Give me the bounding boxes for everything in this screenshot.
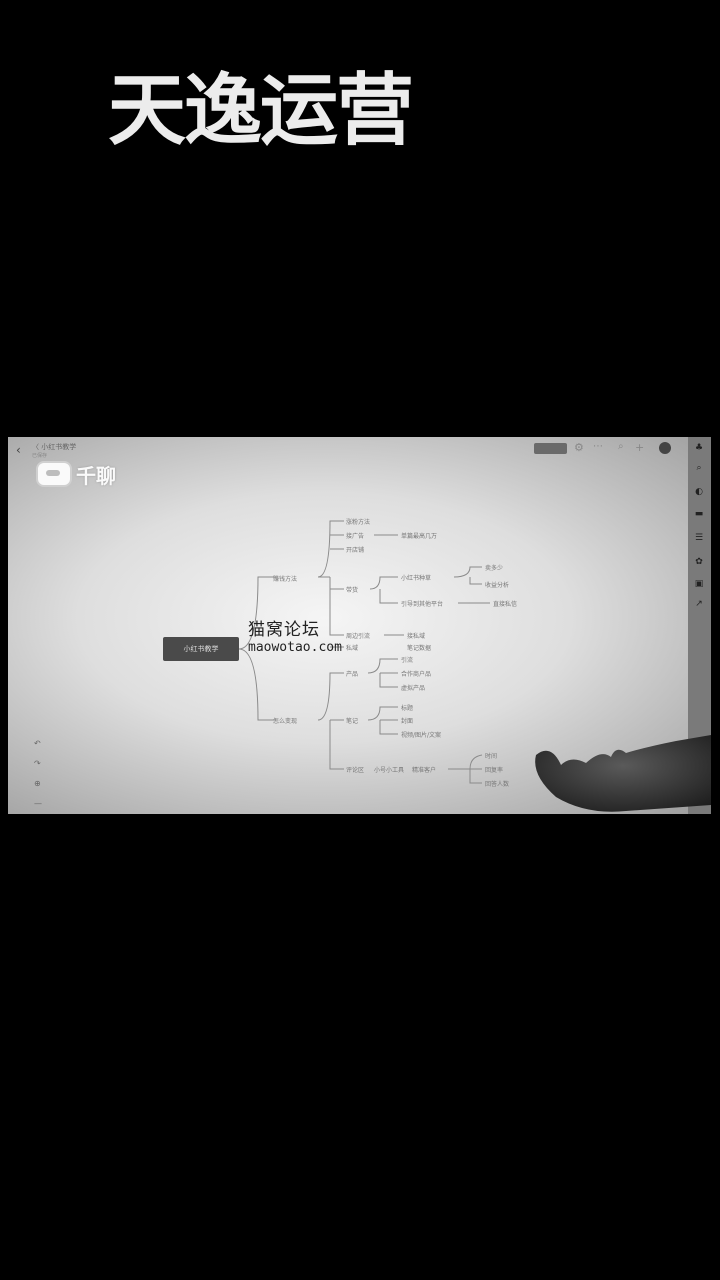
mindmap-node[interactable]: 收益分析 <box>485 582 510 589</box>
mindmap-node[interactable]: 赚钱方法 <box>273 576 298 583</box>
mindmap-node[interactable]: 引流 <box>401 657 414 664</box>
mindmap-node[interactable]: 产品 <box>346 671 359 678</box>
share-button[interactable] <box>534 443 567 454</box>
back-arrow-icon[interactable]: ‹ <box>16 443 21 457</box>
outline-icon[interactable]: ☰ <box>694 533 704 543</box>
avatar[interactable] <box>659 442 671 454</box>
mindmap-node[interactable]: 引导到其他平台 <box>401 601 444 608</box>
document-title[interactable]: 〈 小红书教学 <box>32 443 77 451</box>
mindmap-node[interactable]: 周边引流 <box>346 633 371 640</box>
format-icon[interactable]: ✿ <box>695 557 703 567</box>
mindmap-node[interactable]: 笔记 <box>346 718 359 725</box>
mindmap-node[interactable]: 开店铺 <box>346 547 365 554</box>
mindmap-root-node[interactable]: 小红书教学 <box>163 637 239 661</box>
mindmap-node[interactable]: 精准客户 <box>412 767 437 774</box>
screen-recording-frame: ‹ 〈 小红书教学 已保存 ⚙ ⋯ ⌕ + 千聊 ↶ ↷ ⊕ — ♣ ⌕ ◐ ▬… <box>8 437 711 814</box>
tree-icon[interactable]: ♣ <box>694 443 704 453</box>
theme-icon[interactable]: ▬ <box>694 509 704 519</box>
mindmap-node[interactable]: 私域 <box>346 645 359 652</box>
mindmap-node[interactable]: 评论区 <box>346 767 365 774</box>
mindmap-node[interactable]: 怎么变现 <box>273 718 298 725</box>
watermark-line2: maowotao.com <box>248 640 342 655</box>
mindmap-node[interactable]: 涨粉方法 <box>346 519 371 526</box>
image-icon[interactable]: ▣ <box>694 579 704 589</box>
search-icon[interactable]: ⌕ <box>618 441 624 452</box>
settings-icon[interactable]: ⚙ <box>574 441 584 454</box>
fit-icon[interactable]: — <box>34 799 42 808</box>
zoom-icon[interactable]: ⊕ <box>34 779 41 788</box>
logo-text: 千聊 <box>76 463 116 488</box>
more-icon[interactable]: ⋯ <box>593 441 603 452</box>
mindmap-node[interactable]: 笔记数据 <box>407 645 432 652</box>
mindmap-node[interactable]: 带货 <box>346 587 359 594</box>
mindmap-node[interactable]: 小红书种草 <box>401 575 432 582</box>
overlay-title: 天逸运营 <box>108 66 414 156</box>
logo-mark-icon <box>36 461 72 487</box>
watermark-line1: 猫窝论坛 <box>248 620 320 640</box>
mindmap-node[interactable]: 时间 <box>485 753 498 760</box>
mindmap-node[interactable]: 标题 <box>401 705 414 712</box>
mindmap-connectors <box>238 520 490 784</box>
hand-overlay-image <box>535 735 711 812</box>
app-logo: 千聊 <box>36 459 116 489</box>
mindmap-node[interactable]: 小号小工具 <box>374 767 405 774</box>
search-panel-icon[interactable]: ⌕ <box>696 463 702 473</box>
mindmap-node[interactable]: 卖多少 <box>485 565 504 572</box>
document-status: 已保存 <box>32 453 48 459</box>
link-icon[interactable]: ↗ <box>695 599 703 609</box>
mindmap-node[interactable]: 虚拟产品 <box>401 685 426 692</box>
right-toolbar <box>688 437 711 814</box>
mindmap-node[interactable]: 回复率 <box>485 767 504 774</box>
mindmap-node[interactable]: 合作商户品 <box>401 671 432 678</box>
redo-icon[interactable]: ↷ <box>34 759 41 768</box>
undo-icon[interactable]: ↶ <box>34 739 41 748</box>
mindmap-node[interactable]: 回答人数 <box>485 781 510 788</box>
mindmap-node[interactable]: 直接私信 <box>493 601 518 608</box>
mindmap-node[interactable]: 接广告 <box>346 533 365 540</box>
watermark: 猫窝论坛 maowotao.com <box>248 615 342 655</box>
mindmap-node[interactable]: 封面 <box>401 718 414 725</box>
mindmap-node[interactable]: 视频/图片/文案 <box>401 732 442 739</box>
add-icon[interactable]: + <box>635 441 645 454</box>
style-icon[interactable]: ◐ <box>695 487 703 497</box>
mindmap-node[interactable]: 接私域 <box>407 633 426 640</box>
mindmap-node[interactable]: 单篇最高几万 <box>401 533 438 540</box>
